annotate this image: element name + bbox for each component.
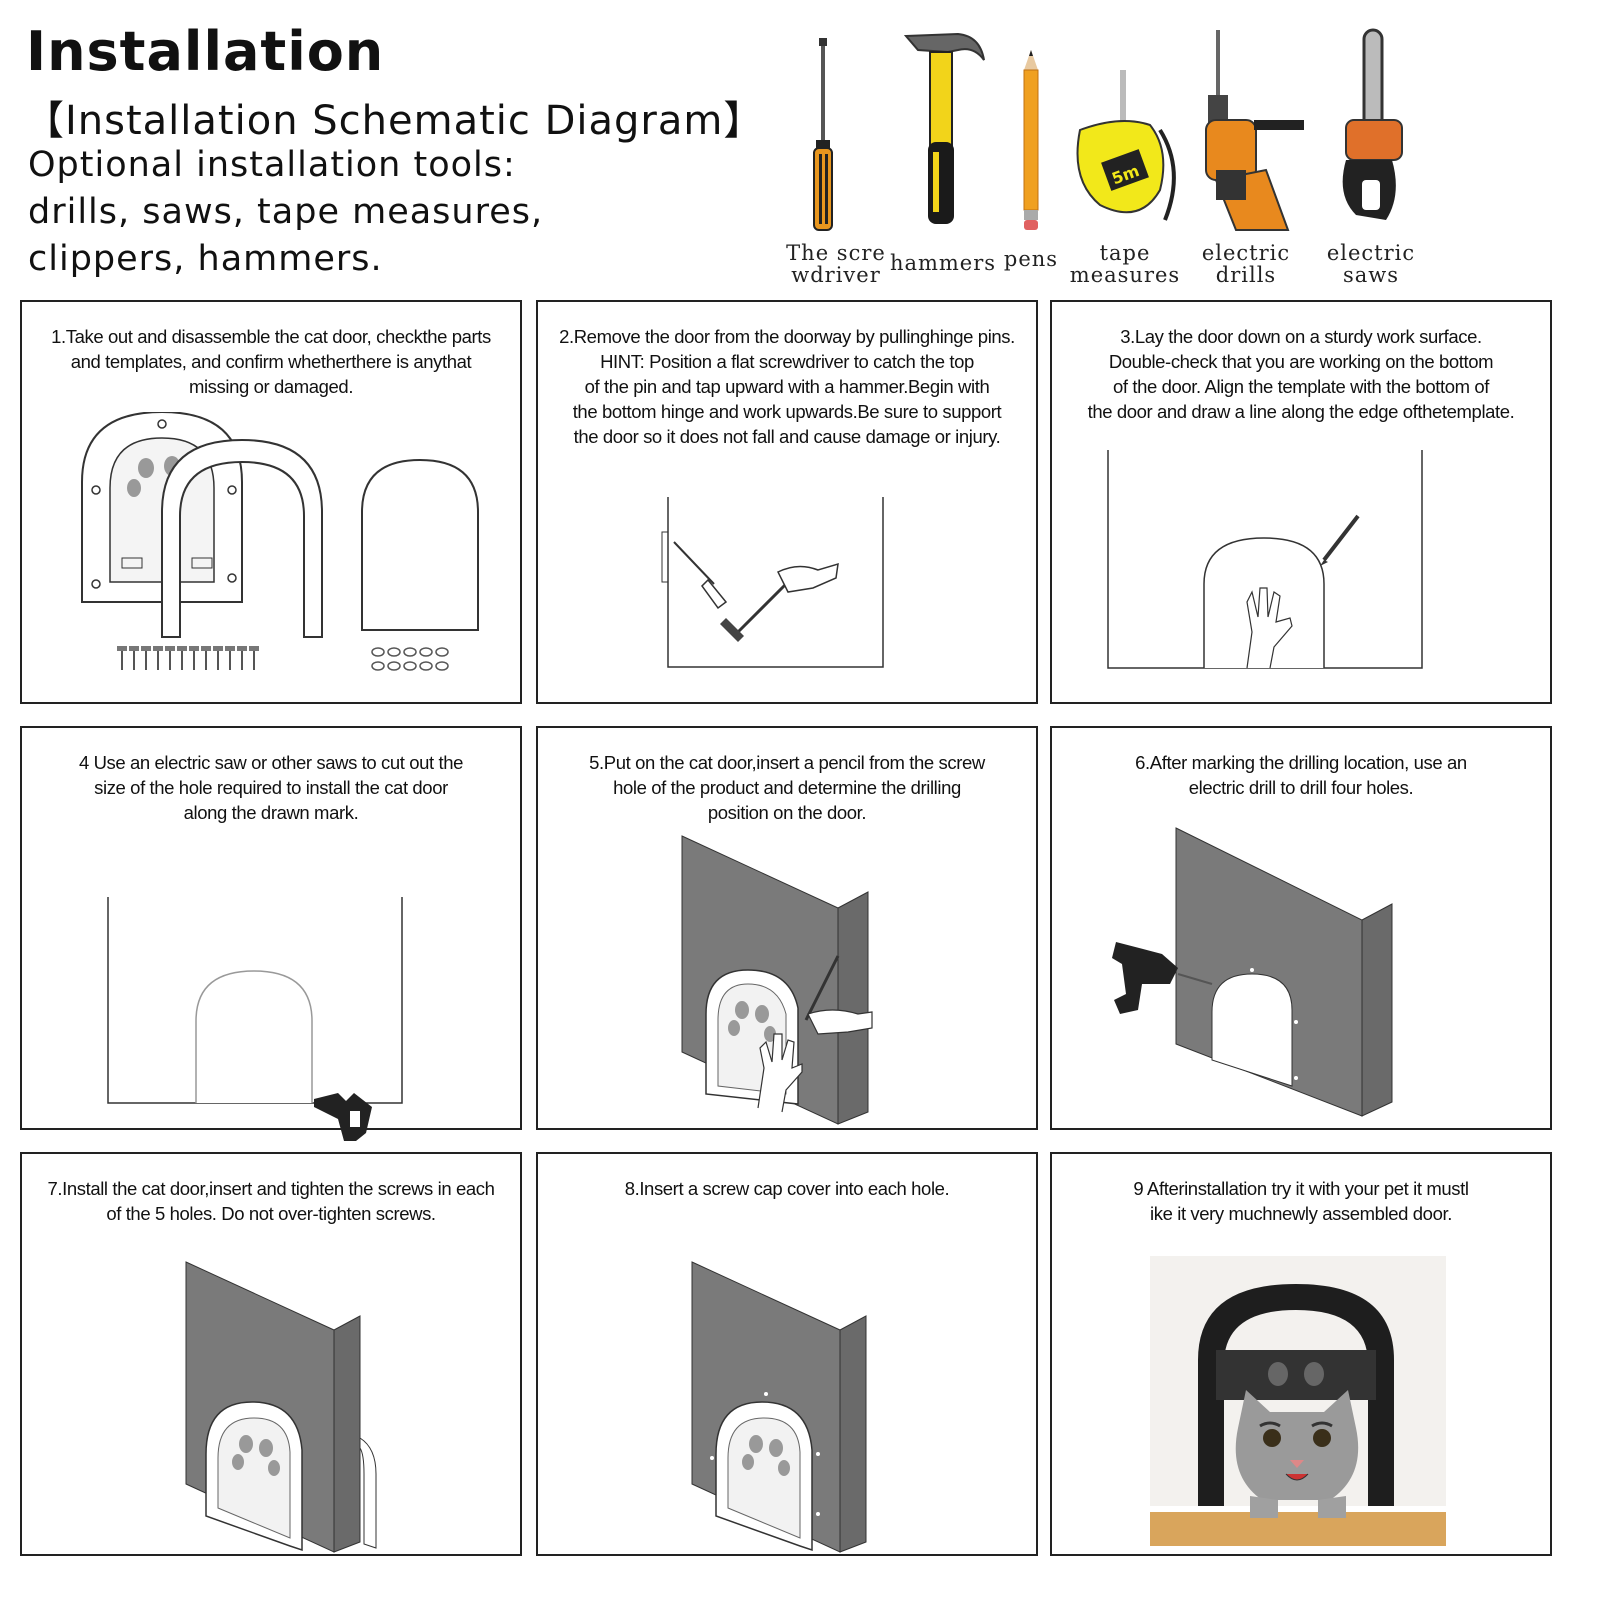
tools-text-line: drills, saws, tape measures, <box>28 192 544 232</box>
step-panel-9: 9 Afterinstallation try it with your pet… <box>1050 1152 1552 1556</box>
electric-drill-icon <box>1205 30 1304 231</box>
draw-template-line-illustration <box>1107 450 1423 669</box>
tool-tape-measure: 5m tape measures <box>1060 20 1190 290</box>
tool-screwdriver: The scre wdriver <box>786 20 886 290</box>
chainsaw-icon <box>1342 28 1403 220</box>
screwdriver-icon <box>813 38 833 231</box>
step-panel-7: 7.Install the cat door,insert and tighte… <box>20 1152 522 1556</box>
tool-label: hammers <box>889 251 997 275</box>
tape-measure-icon: 5m <box>1076 70 1176 221</box>
tools-text-line: clippers, hammers. <box>28 239 383 279</box>
tool-label: tape measures <box>1069 241 1181 287</box>
cat-photo <box>1150 1256 1446 1546</box>
drill-holes-illustration <box>1112 827 1393 1117</box>
step-text: 7.Install the cat door,insert and tighte… <box>47 1178 495 1224</box>
step-text: 6.After marking the drilling location, u… <box>1135 752 1467 798</box>
page-title: Installation <box>26 20 385 83</box>
step-text: 5.Put on the cat door,insert a pencil fr… <box>589 752 985 823</box>
tool-label: The scre wdriver <box>786 241 886 287</box>
cat-door-parts-illustration <box>81 412 479 671</box>
cut-hole-illustration <box>107 897 403 1141</box>
pencil-icon <box>1023 50 1039 230</box>
step-panel-4: 4 Use an electric saw or other saws to c… <box>20 726 522 1141</box>
step-panel-8: 8.Insert a screw cap cover into each hol… <box>536 1152 1038 1556</box>
step-text: 8.Insert a screw cap cover into each hol… <box>624 1178 950 1199</box>
step-text: 4 Use an electric saw or other saws to c… <box>78 752 464 823</box>
tools-text-line: Optional installation tools: <box>28 145 516 185</box>
tool-label: electric saws <box>1326 241 1416 287</box>
tool-hammer: hammers <box>888 20 998 290</box>
step-panel-3: 3.Lay the door down on a sturdy work sur… <box>1050 300 1552 704</box>
mark-drilling-illustration <box>681 835 873 1125</box>
screw-caps-illustration <box>691 1261 867 1553</box>
page-subtitle: 【Installation Schematic Diagram】 <box>24 98 765 144</box>
step-panel-1: 1.Take out and disassemble the cat door,… <box>20 300 522 704</box>
step-panel-5: 5.Put on the cat door,insert a pencil fr… <box>536 726 1038 1130</box>
tool-pencil: pens <box>1004 20 1057 290</box>
step-panel-6: 6.After marking the drilling location, u… <box>1050 726 1552 1130</box>
tool-label: pens <box>1003 247 1059 271</box>
step-text: 2.Remove the door from the doorway by pu… <box>559 326 1015 447</box>
step-text: 9 Afterinstallation try it with your pet… <box>1133 1178 1469 1224</box>
tool-electric-saw: electric saws <box>1326 20 1436 290</box>
hammer-icon <box>903 32 985 224</box>
remove-door-illustration <box>661 497 884 668</box>
step-text: 1.Take out and disassemble the cat door,… <box>51 326 491 397</box>
install-screws-illustration <box>185 1261 377 1553</box>
step-panel-2: 2.Remove the door from the doorway by pu… <box>536 300 1038 704</box>
optional-tools-text: Optional installation tools: drills, saw… <box>28 142 588 283</box>
step-text: 3.Lay the door down on a sturdy work sur… <box>1087 326 1515 422</box>
tool-label: electric drills <box>1201 241 1291 287</box>
tool-electric-drill: electric drills <box>1196 20 1316 290</box>
